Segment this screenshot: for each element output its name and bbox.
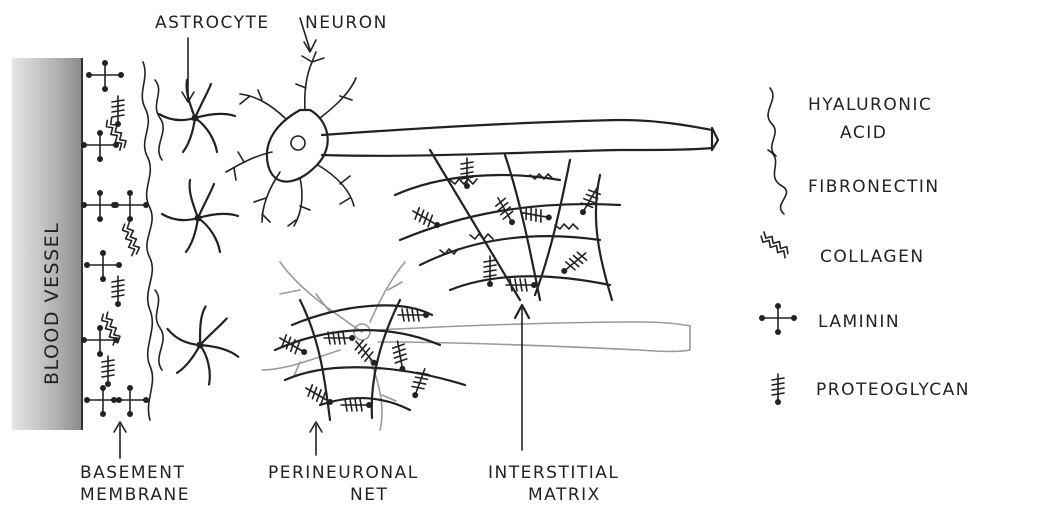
neuron — [226, 18, 718, 226]
astrocyte-label: ASTROCYTE — [155, 13, 270, 33]
interstitial-matrix — [395, 150, 620, 450]
legend-fibronectin-label: FIBRONECTIN — [808, 177, 940, 197]
legend-hyaluronic-acid-label-1: HYALURONIC — [808, 95, 932, 115]
legend-laminin-label: LAMININ — [818, 312, 900, 332]
legend: HYALURONIC ACID FIBRONECTIN COLLAGEN LAM… — [759, 88, 970, 405]
interstitial-matrix-label-2: MATRIX — [528, 485, 601, 505]
legend-hyaluronic-acid-label-2: ACID — [840, 123, 887, 143]
legend-proteoglycan: PROTEOGLYCAN — [772, 374, 970, 405]
labels: ASTROCYTE NEURON BASEMENT MEMBRANE PERIN… — [80, 13, 619, 505]
blood-vessel-label: BLOOD VESSEL — [41, 222, 63, 385]
legend-laminin: LAMININ — [759, 303, 900, 335]
perineuronal-net-label-1: PERINEURONAL — [268, 463, 419, 483]
basement-membrane-label-1: BASEMENT — [80, 463, 185, 483]
neuron-label: NEURON — [305, 13, 388, 33]
perineuronal-net-label-2: NET — [350, 485, 388, 505]
astrocytes — [155, 80, 251, 391]
legend-collagen-label: COLLAGEN — [820, 247, 925, 267]
basement-membrane — [81, 60, 163, 420]
legend-collagen: COLLAGEN — [759, 231, 925, 267]
basement-membrane-label-2: MEMBRANE — [80, 485, 190, 505]
legend-fibronectin: FIBRONECTIN — [768, 150, 940, 214]
legend-hyaluronic-acid: HYALURONIC ACID — [768, 88, 932, 156]
label-arrows — [114, 38, 194, 458]
blood-vessel: BLOOD VESSEL — [12, 58, 82, 430]
perineuronal-net — [262, 262, 690, 455]
legend-proteoglycan-label: PROTEOGLYCAN — [816, 380, 970, 400]
interstitial-matrix-label-1: INTERSTITIAL — [488, 463, 619, 483]
